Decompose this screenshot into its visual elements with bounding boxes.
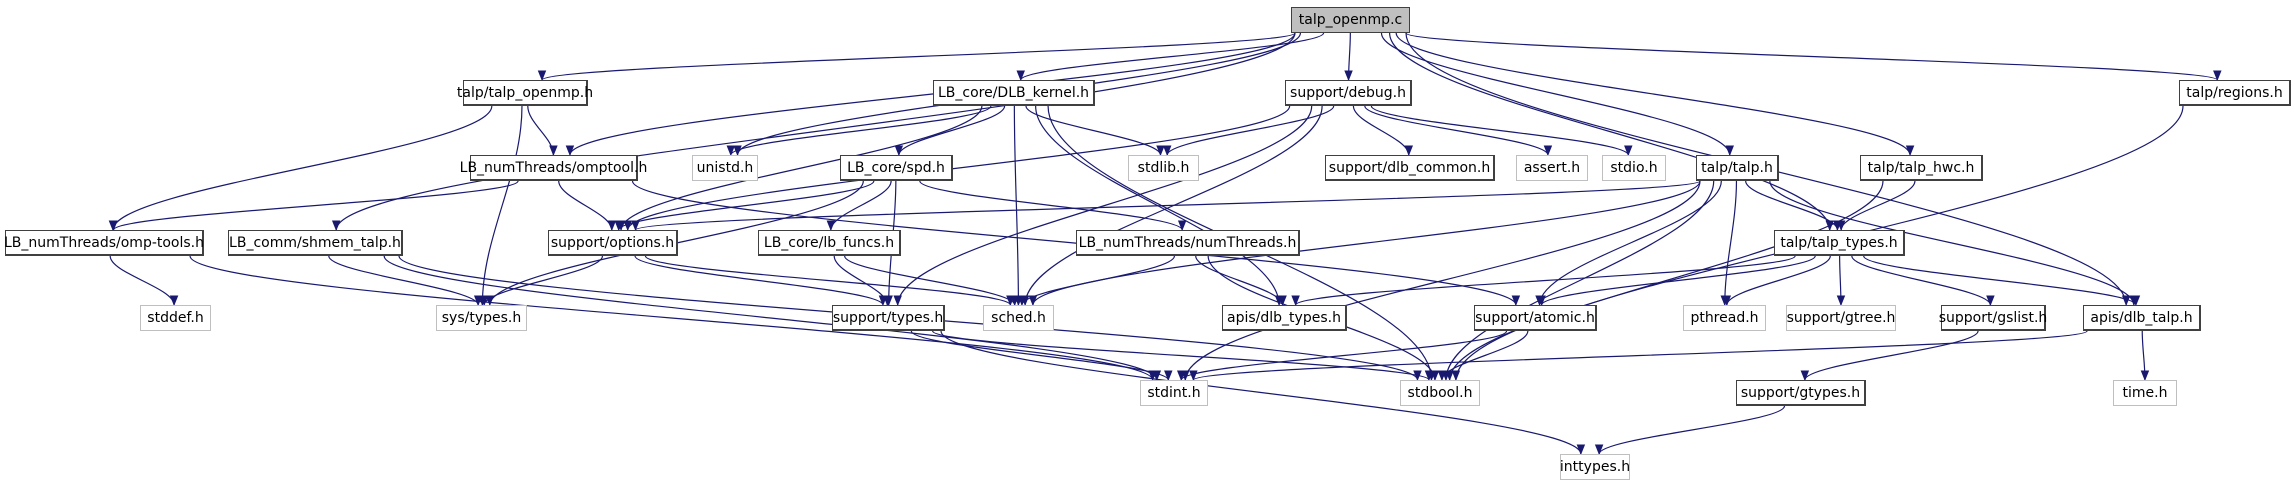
edge-shmem_talp-to-sys_types	[328, 255, 483, 307]
node-sys-types: sys/types.h	[436, 305, 527, 331]
node-stdlib: stdlib.h	[1128, 155, 1199, 181]
node-stddef: stddef.h	[140, 305, 211, 331]
edge-talp_types-to-pthread	[1722, 255, 1831, 307]
node-gtree: support/gtree.h	[1786, 305, 1896, 331]
node-shmem-talp[interactable]: LB_comm/shmem_talp.h	[228, 230, 403, 256]
edge-shmem_talp-to-stdint	[383, 255, 1161, 382]
edge-options-to-sys_types	[479, 255, 604, 307]
node-omp-tools[interactable]: LB_numThreads/omp-tools.h	[4, 230, 204, 256]
node-spd[interactable]: LB_core/spd.h	[840, 155, 953, 181]
node-debug[interactable]: support/debug.h	[1285, 80, 1412, 106]
node-inttypes: inttypes.h	[1560, 454, 1630, 480]
node-atomic[interactable]: support/atomic.h	[1474, 305, 1597, 331]
edge-talp_hwc-to-stdbool	[1445, 180, 1884, 382]
edge-debug-to-support_types	[893, 105, 1313, 307]
edge-numThreads-to-sched	[1017, 255, 1176, 307]
edge-options-to-support_types	[634, 255, 888, 307]
edge-support_types-to-stdint	[910, 330, 1173, 382]
edge-root-to-talp_openmp_h	[538, 32, 1296, 82]
edge-root-to-debug	[1344, 32, 1353, 82]
node-talp-types[interactable]: talp/talp_types.h	[1774, 230, 1905, 256]
edge-talp_h-to-atomic	[1535, 180, 1722, 307]
edge-dlb_kernel-to-spd	[894, 105, 1006, 157]
edge-dlb_talp-to-time	[2140, 330, 2150, 382]
node-lb-funcs[interactable]: LB_core/lb_funcs.h	[758, 230, 901, 256]
edge-root-to-omptool	[565, 32, 1296, 157]
edge-talp_types-to-gslist	[1851, 255, 1995, 307]
node-dlb-kernel[interactable]: LB_core/DLB_kernel.h	[933, 80, 1095, 106]
edge-talp_openmp_h-to-omp_tools	[108, 105, 493, 232]
node-stdbool: stdbool.h	[1400, 380, 1480, 406]
edge-talp_types-to-atomic	[1537, 255, 1816, 307]
node-sched: sched.h	[983, 305, 1054, 331]
node-numthreads[interactable]: LB_numThreads/numThreads.h	[1076, 230, 1300, 256]
edge-atomic-to-stdbool	[1437, 330, 1529, 382]
node-pthread: pthread.h	[1683, 305, 1766, 331]
edge-omp_tools-to-stddef	[109, 255, 179, 307]
node-assert: assert.h	[1516, 155, 1588, 181]
edge-root-to-talp_regions	[1405, 32, 2222, 82]
edge-dlb_kernel-to-options	[616, 105, 983, 232]
edge-spd-to-options	[614, 180, 875, 232]
edge-gtypes-to-inttypes	[1594, 405, 1786, 456]
edge-root-to-shmem_talp	[332, 32, 1296, 232]
edge-root-to-talp_types	[1389, 32, 1834, 232]
node-unistd: unistd.h	[692, 155, 758, 181]
node-dlb-types[interactable]: apis/dlb_types.h	[1222, 305, 1347, 331]
edge-omptool-to-options	[558, 180, 617, 232]
node-talp-openmp-h[interactable]: talp/talp_openmp.h	[457, 80, 593, 106]
edge-debug-to-dlb_common	[1352, 105, 1414, 157]
node-time: time.h	[2113, 380, 2177, 406]
edge-omptool-to-omp_tools	[109, 180, 519, 232]
edge-debug-to-options	[623, 105, 1291, 232]
edge-talp_h-to-stdint	[1181, 180, 1701, 382]
node-talp-h[interactable]: talp/talp.h	[1696, 155, 1779, 181]
edge-spd-to-numThreads	[919, 180, 1187, 232]
edge-root-to-dlb_kernel	[1016, 32, 1325, 82]
edge-gslist-to-gtypes	[1800, 330, 1979, 382]
node-dlb-talp[interactable]: apis/dlb_talp.h	[2083, 305, 2201, 331]
edge-lb_funcs-to-sched	[844, 255, 1019, 307]
edge-support_types-to-stdbool	[932, 330, 1434, 382]
node-stdio: stdio.h	[1602, 155, 1666, 181]
node-talp-regions[interactable]: talp/regions.h	[2179, 80, 2291, 106]
edge-dlb_talp-to-stdint	[1189, 330, 2088, 382]
edge-talp_h-to-dlb_talp	[1769, 180, 2139, 307]
edge-talp_h-to-options	[631, 180, 1701, 232]
edge-debug-to-stdio	[1370, 105, 1633, 157]
edge-talp_openmp_h-to-sys_types	[478, 105, 523, 307]
node-root: talp_openmp.c	[1291, 7, 1410, 33]
edge-lb_funcs-to-support_types	[833, 255, 892, 307]
edge-dlb_kernel-to-stdlib	[1025, 105, 1165, 157]
edge-support_types-to-inttypes	[940, 330, 1586, 456]
node-support-types[interactable]: support/types.h	[832, 305, 945, 331]
edge-spd-to-lb_funcs	[826, 180, 892, 232]
edge-debug-to-assert	[1364, 105, 1553, 157]
edge-talp_h-to-talp_types	[1745, 180, 1842, 232]
edge-dlb_kernel-to-sched	[1013, 105, 1023, 307]
edge-numThreads-to-dlb_types	[1195, 255, 1287, 307]
edge-omp_tools-to-stdint	[189, 255, 1157, 382]
node-talp-hwc[interactable]: talp/talp_hwc.h	[1860, 155, 1983, 181]
edge-talp_types-to-dlb_talp	[1863, 255, 2141, 307]
node-dlb-common[interactable]: support/dlb_common.h	[1325, 155, 1495, 181]
node-stdint: stdint.h	[1140, 380, 1208, 406]
node-gtypes[interactable]: support/gtypes.h	[1736, 380, 1866, 406]
edge-talp_h-to-stdbool	[1441, 180, 1715, 382]
edge-talp_h-to-pthread	[1720, 180, 1738, 307]
edge-talp_hwc-to-talp_types	[1836, 180, 1916, 232]
node-options[interactable]: support/options.h	[548, 230, 678, 256]
edge-talp_types-to-gtree	[1836, 255, 1846, 307]
edge-root-to-talp_hwc	[1395, 32, 1915, 157]
edge-debug-to-stdlib	[1162, 105, 1335, 157]
edge-talp_types-to-dlb_types	[1291, 255, 1796, 307]
node-gslist[interactable]: support/gslist.h	[1939, 305, 2047, 331]
edge-talp_openmp_h-to-omptool	[527, 105, 558, 157]
edge-options-to-sched	[644, 255, 1015, 307]
node-omptool[interactable]: LB_numThreads/omptool.h	[460, 155, 647, 181]
